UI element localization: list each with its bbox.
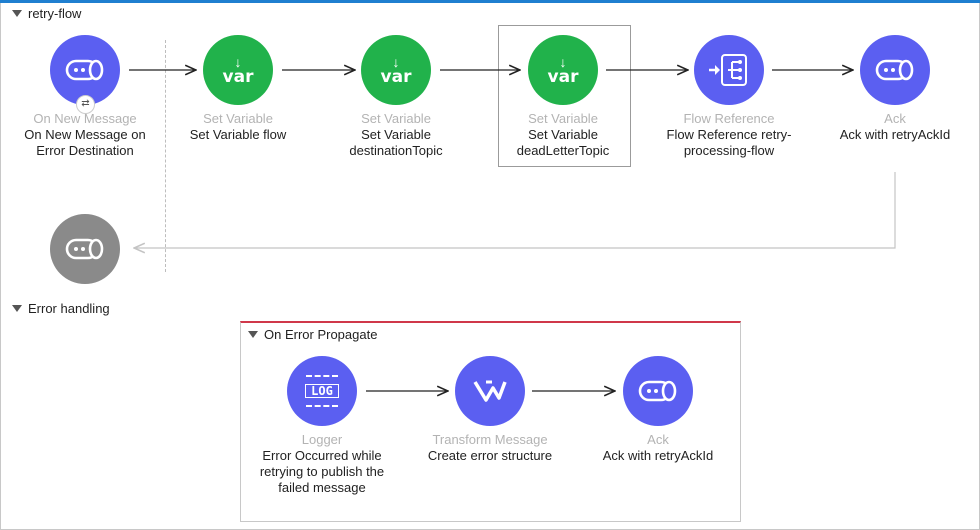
collapse-triangle-icon[interactable] xyxy=(248,331,258,338)
error-node-label-0: Logger Error Occurred while retrying to … xyxy=(252,432,392,496)
var-icon-text: var xyxy=(380,66,412,87)
var-icon-text: var xyxy=(222,66,254,87)
node-type: Set Variable xyxy=(203,111,273,126)
node-type: Flow Reference xyxy=(683,111,775,126)
node-name: Set Variable flow xyxy=(189,127,287,142)
set-variable-destination-topic-node[interactable]: ↓ var xyxy=(361,35,431,105)
var-icon-text: var xyxy=(547,66,579,87)
logger-icon: LOG xyxy=(305,375,339,407)
var-icon: ↓ var xyxy=(380,53,412,87)
error-node-label-2: Ack Ack with retryAckId xyxy=(588,432,728,464)
flow-reference-icon xyxy=(709,54,747,86)
node-name: Ack with retryAckId xyxy=(839,127,951,142)
node-label-5: Ack Ack with retryAckId xyxy=(825,111,965,143)
node-type: Ack xyxy=(647,432,669,447)
return-arrow xyxy=(134,172,896,248)
error-handling-header[interactable]: Error handling xyxy=(12,301,110,316)
node-name: Error Occurred while retrying to publish… xyxy=(259,448,385,495)
flow-header[interactable]: retry-flow xyxy=(12,6,81,21)
connector-icon xyxy=(875,59,914,81)
node-label-4: Flow Reference Flow Reference retry-proc… xyxy=(659,111,799,159)
node-name: Set Variable destinationTopic xyxy=(349,127,443,158)
var-icon: ↓ var xyxy=(222,53,254,87)
node-name: Ack with retryAckId xyxy=(602,448,714,463)
logger-node[interactable]: LOG xyxy=(287,356,357,426)
on-new-message-node[interactable] xyxy=(50,35,120,105)
selection-accent xyxy=(0,0,980,3)
on-error-propagate-scope[interactable] xyxy=(240,321,741,522)
node-label-2: Set Variable Set Variable destinationTop… xyxy=(326,111,466,159)
node-type: Transform Message xyxy=(432,432,548,447)
transform-icon xyxy=(473,380,507,402)
node-name: On New Message on Error Destination xyxy=(24,127,146,158)
error-ack-node[interactable] xyxy=(623,356,693,426)
node-name: Flow Reference retry-processing-flow xyxy=(666,127,792,158)
node-type: Set Variable xyxy=(361,111,431,126)
log-icon-text: LOG xyxy=(305,384,339,398)
node-type: On New Message xyxy=(33,111,137,126)
error-node-label-1: Transform Message Create error structure xyxy=(415,432,565,464)
node-type: Ack xyxy=(884,111,906,126)
connector-icon xyxy=(65,59,104,81)
node-label-1: Set Variable Set Variable flow xyxy=(168,111,308,143)
source-response-node[interactable] xyxy=(50,214,120,284)
response-swap-icon: ⇄ xyxy=(76,95,95,114)
collapse-triangle-icon[interactable] xyxy=(12,10,22,17)
connector-icon xyxy=(65,238,104,260)
flow-title: retry-flow xyxy=(28,6,82,21)
node-type: Set Variable xyxy=(528,111,598,126)
scope-title: On Error Propagate xyxy=(264,327,378,342)
ack-node[interactable] xyxy=(860,35,930,105)
set-variable-dead-letter-topic-node[interactable]: ↓ var xyxy=(528,35,598,105)
node-label-3: Set Variable Set Variable deadLetterTopi… xyxy=(493,111,633,159)
source-divider xyxy=(165,40,166,272)
collapse-triangle-icon[interactable] xyxy=(12,305,22,312)
set-variable-flow-node[interactable]: ↓ var xyxy=(203,35,273,105)
node-name: Set Variable deadLetterTopic xyxy=(516,127,610,158)
scope-header[interactable]: On Error Propagate xyxy=(248,327,377,342)
var-icon: ↓ var xyxy=(547,53,579,87)
node-type: Logger xyxy=(301,432,343,447)
node-label-0: On New Message On New Message on Error D… xyxy=(20,111,150,159)
node-name: Create error structure xyxy=(427,448,553,463)
flow-reference-node[interactable] xyxy=(694,35,764,105)
connector-icon xyxy=(638,380,677,402)
error-handling-title: Error handling xyxy=(28,301,110,316)
selected-component-box xyxy=(498,25,631,167)
transform-message-node[interactable] xyxy=(455,356,525,426)
